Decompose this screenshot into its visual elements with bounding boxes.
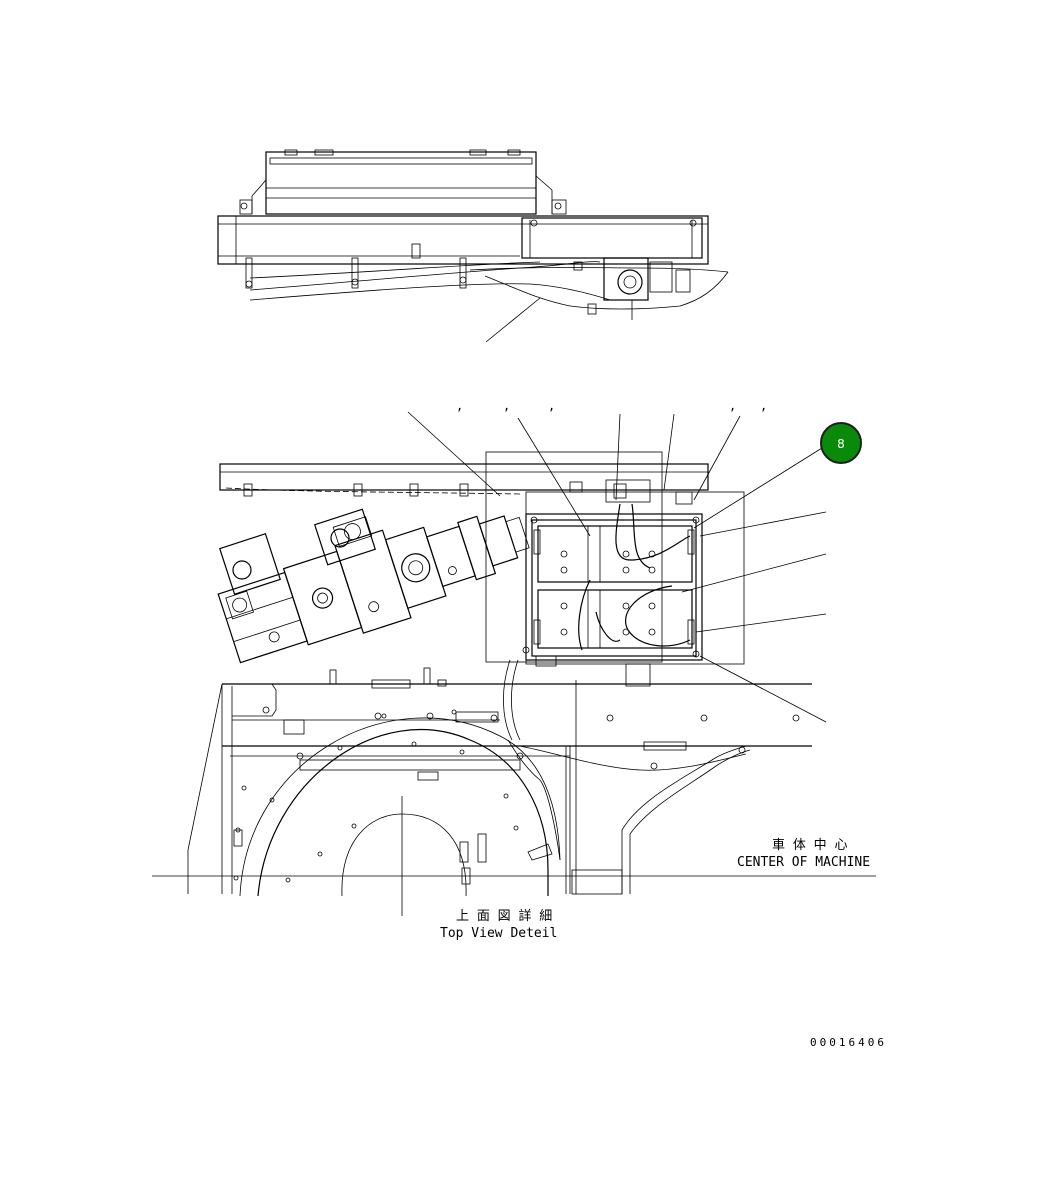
leader-commas: , , , , ,: [456, 399, 767, 413]
view-label-jp: 上 面 図 詳 細: [456, 908, 552, 924]
comma-mark: ,: [456, 399, 463, 413]
callout-number: 8: [837, 437, 845, 451]
comma-mark: ,: [729, 399, 736, 413]
frame-and-swing-view: [152, 667, 876, 916]
pump-and-battery-view: [217, 411, 827, 741]
callout-circle: [820, 422, 862, 464]
drawing-labels: 車 体 中 心 CENTER OF MACHINE 上 面 図 詳 細 Top …: [440, 838, 887, 1049]
callout-8-badge: 8: [820, 422, 862, 464]
center-label-en: CENTER OF MACHINE: [737, 855, 870, 870]
comma-mark: ,: [503, 399, 510, 413]
center-label-jp: 車 体 中 心: [772, 838, 847, 853]
comma-mark: ,: [760, 399, 767, 413]
view-label-en: Top View Deteil: [440, 926, 557, 941]
comma-mark: ,: [548, 399, 555, 413]
upper-assembly-view: [217, 149, 729, 343]
drawing-number: 00016406: [810, 1036, 887, 1049]
